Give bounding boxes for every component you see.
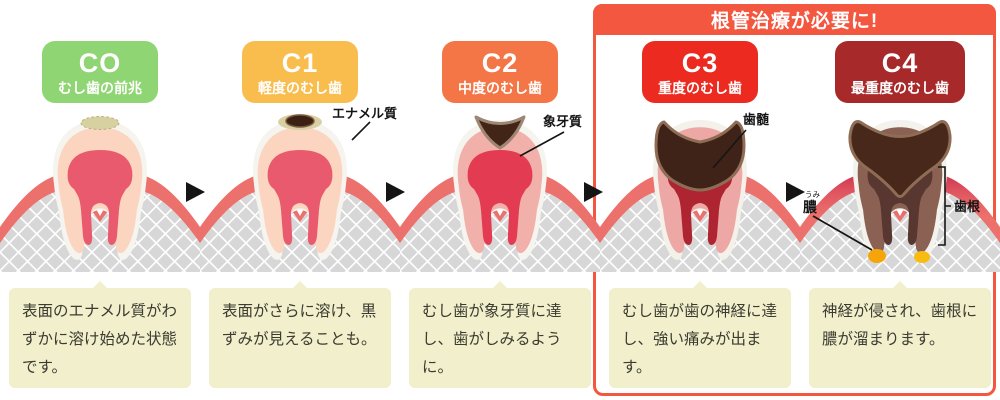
root-bracket (938, 166, 951, 246)
pulp (467, 150, 533, 245)
pus-left (868, 249, 886, 263)
tooth-illustration-c4: うみ 膿 歯根 (800, 120, 1000, 272)
arrow-right-icon (386, 182, 405, 202)
stage-description-c1: 表面がさらに溶け、黒ずみが見えることも。 (209, 281, 391, 388)
anatomy-label-enamel: エナメル質 (332, 106, 397, 121)
anatomy-label-pulp: 歯髄 (743, 112, 769, 127)
arrow-right-icon (584, 182, 603, 202)
decay-cavity (654, 120, 746, 192)
stage-badge-c4: C4 最重度のむし歯 (835, 41, 965, 103)
label-pointer-line (712, 129, 747, 169)
stage-column-c0: CO むし歯の前兆 表面のエナメル質がわずかに溶け始めた状態です。 (0, 0, 200, 400)
stage-description-c0: 表面のエナメル質がわずかに溶け始めた状態です。 (9, 281, 191, 388)
stage-badge-c2: C2 中度のむし歯 (442, 41, 558, 103)
anatomy-label-root: 歯根 (954, 199, 981, 214)
decay-spot (285, 114, 315, 128)
early-decay-spot (80, 116, 120, 130)
bone (200, 191, 400, 272)
stage-badge-c3: C3 重度のむし歯 (642, 41, 758, 103)
decay-cavity (474, 115, 526, 150)
stage-code: C4 (881, 47, 919, 78)
bone (400, 191, 600, 272)
bone (800, 191, 1000, 272)
stage-name: 中度のむし歯 (458, 79, 542, 96)
label-pointer-line (519, 131, 565, 157)
label-pointer-line (812, 215, 873, 251)
stage-column-c1: C1 軽度のむし歯 エナメル質 表面がさらに溶け、黒ずみが見えることも。 (200, 0, 400, 400)
stage-badge-c1: C1 軽度のむし歯 (242, 41, 358, 103)
bone (0, 191, 200, 272)
pulp (67, 150, 133, 245)
anatomy-label-pus-furigana: うみ (805, 190, 820, 199)
stage-name: 最重度のむし歯 (851, 79, 949, 96)
stage-code: C3 (681, 47, 719, 78)
stage-name: むし歯の前兆 (58, 79, 142, 96)
arrow-right-icon (186, 182, 205, 202)
pulp (267, 150, 333, 245)
stage-badge-c0: CO むし歯の前兆 (42, 41, 158, 103)
decay-destroyed-crown (848, 120, 952, 198)
stage-code: CO (78, 47, 122, 78)
stage-description-c3: むし歯が歯の神経に達し、強い痛みが出ます。 (609, 281, 791, 388)
label-pointer-line (351, 121, 371, 141)
stage-name: 軽度のむし歯 (258, 79, 342, 96)
stage-column-c4: C4 最重度のむし歯 うみ 膿 歯根 神経が侵され、歯根に膿が溜まります。 (800, 0, 1000, 400)
anatomy-label-dentin: 象牙質 (543, 114, 582, 129)
tooth-illustration-c0 (0, 116, 200, 272)
arrow-right-icon (786, 182, 805, 202)
stage-column-c2: C2 中度のむし歯 象牙質 むし歯が象牙質に達し、歯がしみるように。 (400, 0, 600, 400)
pus-right (914, 251, 930, 263)
stage-code: C1 (281, 47, 319, 78)
stage-description-c4: 神経が侵され、歯根に膿が溜まります。 (809, 281, 991, 388)
tooth-illustration-c2: 象牙質 (400, 114, 600, 272)
anatomy-label-pus: 膿 (803, 199, 818, 215)
bone (600, 191, 800, 272)
tooth-illustration-c1: エナメル質 (200, 106, 400, 272)
root-canal-alert-title: 根管治療が必要に! (593, 4, 996, 35)
stage-name: 重度のむし歯 (658, 79, 742, 96)
stage-column-c3: C3 重度のむし歯 歯髄 むし歯が歯の神経に達し、強い痛みが出ます。 (600, 0, 800, 400)
stage-code: C2 (481, 47, 519, 78)
tooth-illustration-c3: 歯髄 (600, 112, 800, 272)
stage-description-c2: むし歯が象牙質に達し、歯がしみるように。 (409, 281, 591, 388)
